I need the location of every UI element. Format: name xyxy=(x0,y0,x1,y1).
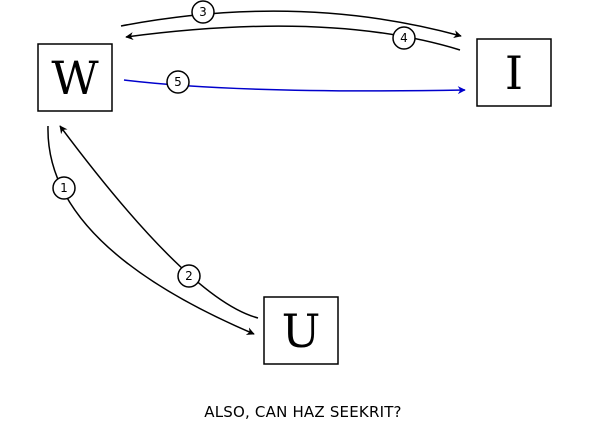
edge-5-badge xyxy=(166,70,190,94)
edge-3-number: 3 xyxy=(199,5,207,19)
node-u-box xyxy=(263,296,339,365)
edge-2-arrow xyxy=(59,125,259,319)
node-i: I xyxy=(476,38,552,107)
edge-4-badge xyxy=(392,26,416,50)
edge-3: 3 xyxy=(120,0,462,38)
edge-1-number: 1 xyxy=(60,181,68,195)
diagram-caption: ALSO, CAN HAZ SEEKRIT? xyxy=(204,403,401,421)
node-i-label: I xyxy=(505,46,523,100)
edge-4-number: 4 xyxy=(400,31,408,45)
edge-3-arrow xyxy=(120,10,462,38)
node-i-box xyxy=(476,38,552,107)
node-u-label: U xyxy=(282,304,321,358)
edge-4: 4 xyxy=(125,25,461,51)
edge-5-number: 5 xyxy=(174,75,182,89)
edge-1-arrow xyxy=(47,125,255,335)
edge-2-number: 2 xyxy=(185,269,193,283)
node-w-label: W xyxy=(51,51,99,105)
edge-5-arrow xyxy=(123,79,466,95)
edge-4-arrow xyxy=(125,25,461,51)
edge-1-badge xyxy=(52,176,76,200)
edge-3-badge xyxy=(191,0,215,24)
node-u: U xyxy=(263,296,339,365)
edge-5: 5 xyxy=(123,70,466,95)
edge-2-badge xyxy=(177,264,201,288)
node-w-box xyxy=(37,43,113,112)
edge-2: 2 xyxy=(59,125,259,319)
edge-1: 1 xyxy=(47,125,255,335)
node-w: W xyxy=(37,43,113,112)
